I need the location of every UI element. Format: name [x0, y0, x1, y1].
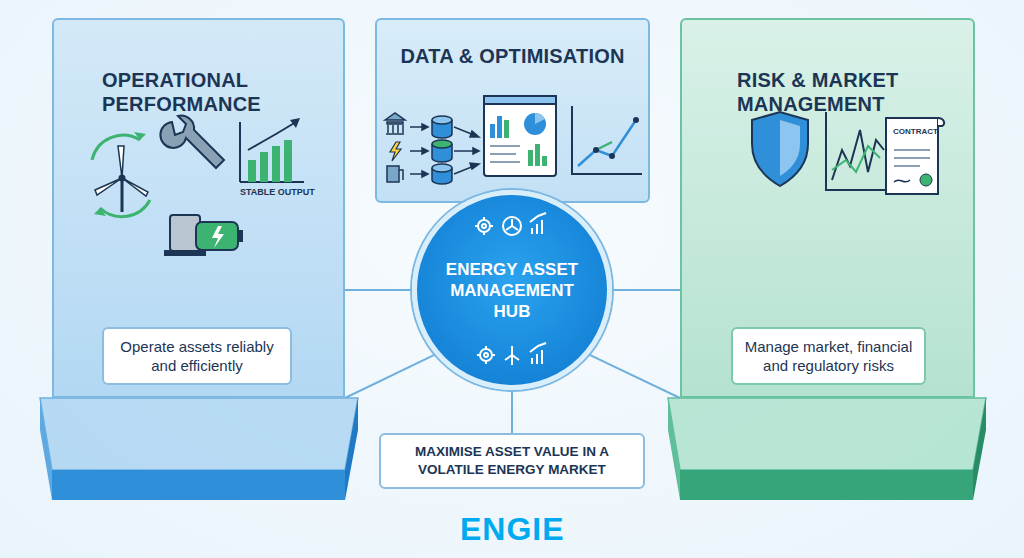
- operational-panel: OPERATIONAL PERFORMANCE Operate assets re…: [52, 18, 345, 398]
- dashboard-icon: [484, 96, 556, 176]
- battery-generator-icon: [164, 215, 243, 256]
- connector-line: [612, 289, 680, 291]
- slab-side: [40, 398, 52, 500]
- bar-chart-icon: [240, 118, 304, 182]
- hub-icons-bottom: [477, 343, 546, 365]
- connector-line: [511, 390, 513, 433]
- chart-caption: STABLE OUTPUT: [240, 187, 315, 198]
- connector-line: [589, 354, 680, 398]
- hub-icons-top: [475, 213, 546, 235]
- panel-heading: RISK & MARKET MANAGEMENT: [737, 68, 952, 116]
- summary-box: Operate assets reliably and efficiently: [102, 327, 292, 385]
- slab-top: [668, 398, 986, 470]
- summary-box: Manage market, financial and regulatory …: [731, 327, 926, 385]
- summary-text: Operate assets reliably and efficiently: [114, 337, 280, 375]
- database-icon: [432, 116, 452, 184]
- slab-side: [973, 398, 986, 500]
- brand-logo: ENGIE: [460, 510, 565, 548]
- data-panel: DATA & OPTIMISATION: [375, 18, 650, 203]
- shield-icon: [752, 112, 808, 186]
- connector-line: [345, 354, 435, 398]
- panel-heading: OPERATIONAL PERFORMANCE: [102, 68, 322, 116]
- flow-arrows: [410, 124, 479, 177]
- slab-side: [668, 398, 680, 500]
- hub-circle: ENERGY ASSET MANAGEMENT HUB: [412, 190, 612, 390]
- market-chart-icon: [826, 112, 890, 190]
- panel-heading: DATA & OPTIMISATION: [377, 44, 648, 68]
- slab-top: [40, 398, 358, 470]
- slab-front: [52, 470, 345, 500]
- risk-panel: RISK & MARKET MANAGEMENT Manage market, f…: [680, 18, 975, 398]
- slab-front: [680, 470, 973, 500]
- contract-icon: [886, 118, 944, 194]
- wind-turbine-icon: [92, 132, 150, 217]
- summary-text: Manage market, financial and regulatory …: [743, 337, 914, 375]
- line-chart-icon: [572, 106, 642, 174]
- wrench-icon: [160, 116, 224, 168]
- data-sources-icon: [385, 113, 405, 182]
- hub-title: ENERGY ASSET MANAGEMENT HUB: [437, 259, 587, 322]
- slab-side: [345, 398, 358, 500]
- goal-text: MAXIMISE ASSET VALUE IN A VOLATILE ENERG…: [391, 443, 633, 479]
- goal-box: MAXIMISE ASSET VALUE IN A VOLATILE ENERG…: [379, 433, 645, 489]
- document-title: CONTRACT: [893, 127, 938, 137]
- connector-line: [345, 289, 412, 291]
